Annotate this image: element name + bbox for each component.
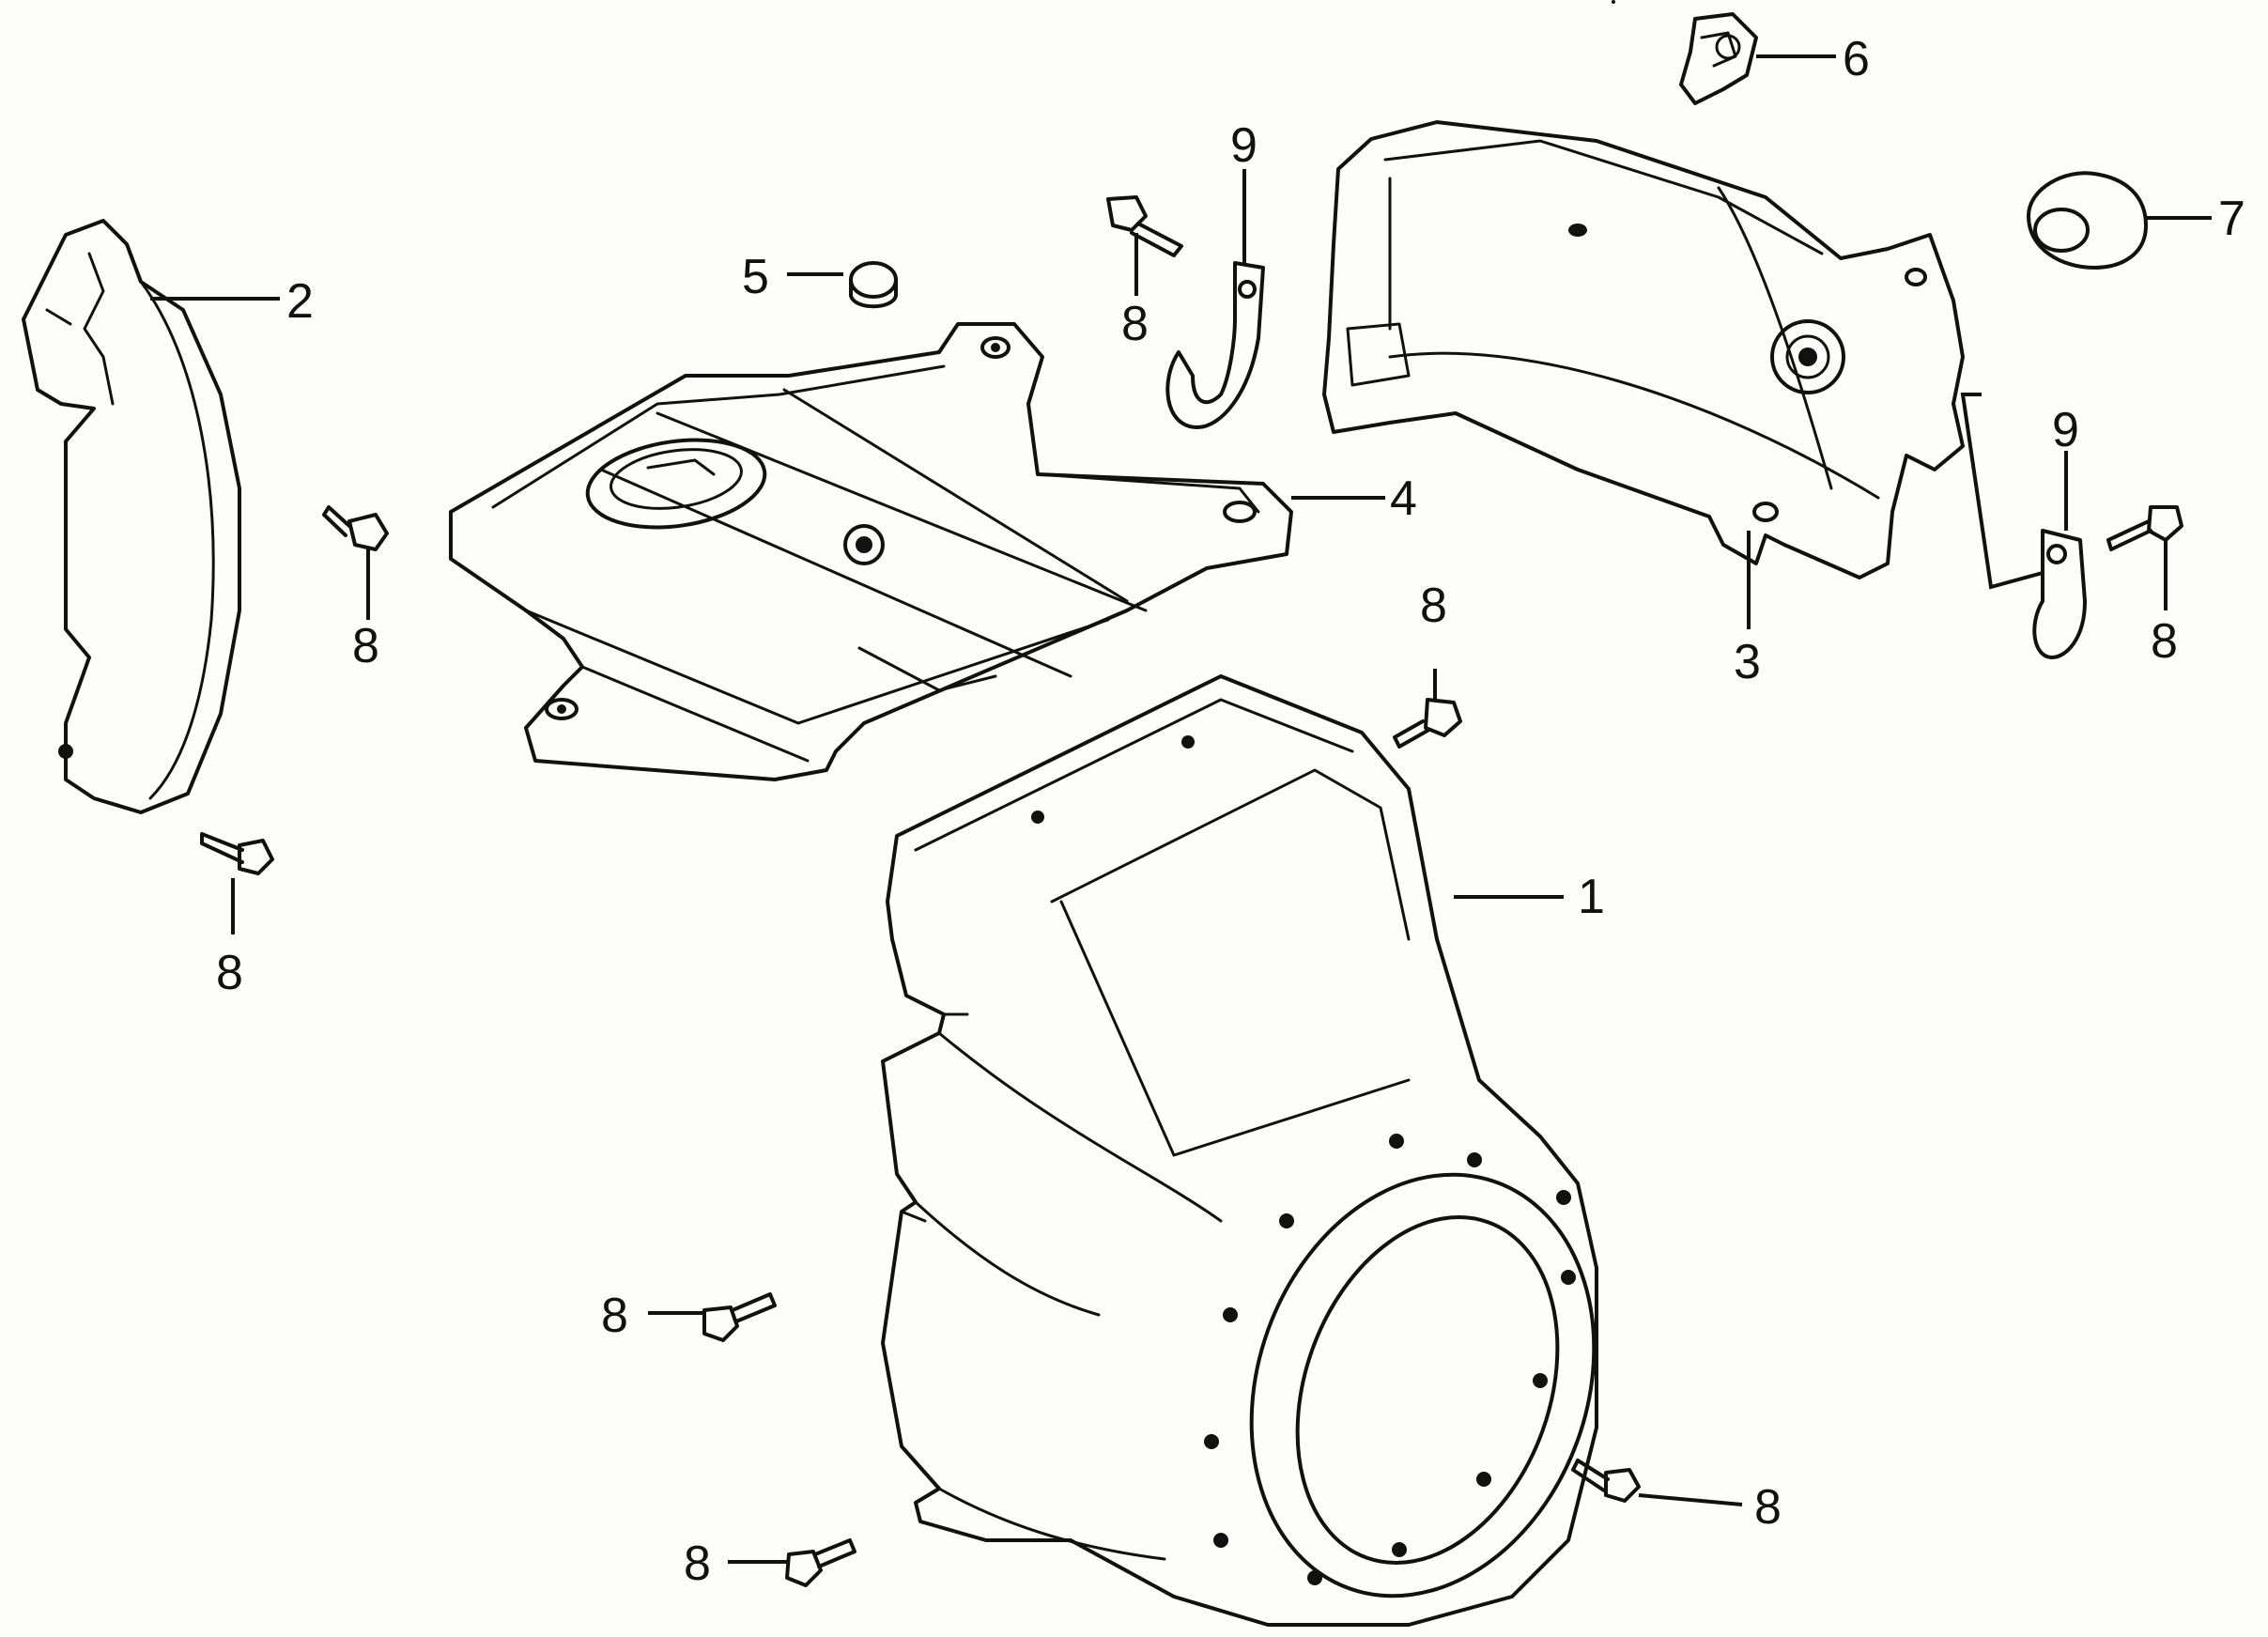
part-2-side-shroud [22,219,241,814]
part-8-bolt-d [1393,698,1462,749]
part-7-grommet [2027,171,2148,270]
part-8-bolt-e [2106,505,2183,551]
part-4-cover-plate [449,322,1293,781]
callout-2: 2 [286,274,314,329]
callout-3: 3 [1734,635,1761,689]
callout-8-fan-top: 8 [1420,579,1447,633]
callout-9-upper: 9 [1230,118,1257,173]
callout-1: 1 [1578,870,1605,924]
part-8-bolt-a [1106,195,1183,257]
callout-7: 7 [2218,192,2245,246]
leader-lines [150,54,2212,1564]
callout-8-left-shroud: 8 [216,946,243,1000]
callout-labels: 1 2 3 4 5 6 7 8 8 8 8 8 8 8 8 9 9 [216,32,2245,1591]
part-8-bolt-c [200,832,274,875]
part-8-bolt-f [702,1292,777,1342]
part-5-plug [849,261,898,309]
part-9-clamp-upper [1165,261,1265,429]
callout-8-upper-clamp: 8 [1121,297,1149,351]
callout-8-fan-left: 8 [601,1289,628,1343]
callout-4: 4 [1390,471,1417,526]
callout-6: 6 [1843,32,1870,86]
callout-9-lower: 9 [2052,403,2079,457]
callout-5: 5 [742,250,769,304]
part-9-clamp-lower [2032,529,2087,659]
part-8-bolt-h [785,1538,856,1587]
part-1-fan-shroud [881,674,1598,1627]
part-8-bolt-b [322,505,389,551]
callout-8-fan-bottom: 8 [684,1537,711,1591]
part-8-bolt-g [1571,0,1641,1503]
part-6-clip [1679,12,1758,105]
part-3-side-shroud [1322,120,1965,579]
callout-8-fan-right: 8 [1754,1480,1782,1535]
callout-8-lower-clamp: 8 [2151,614,2178,669]
callout-8-plate: 8 [352,619,379,673]
